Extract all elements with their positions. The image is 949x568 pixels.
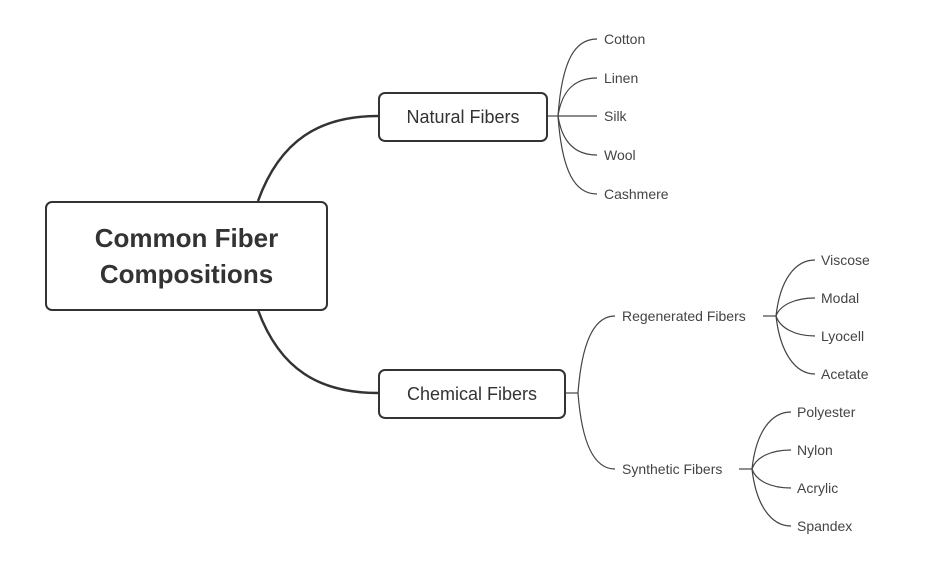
subtopic-acetate[interactable]: Acetate (821, 366, 869, 382)
root-topic[interactable]: Common Fiber Compositions (45, 201, 328, 311)
topic-label: Chemical Fibers (406, 383, 538, 404)
subtopic-regenerated-fibers[interactable]: Regenerated Fibers (622, 308, 746, 324)
subtopic-nylon[interactable]: Nylon (797, 442, 833, 458)
root-title-line2: Compositions (99, 259, 274, 289)
subtopic-cotton[interactable]: Cotton (604, 31, 646, 47)
subtopic-modal[interactable]: Modal (821, 290, 860, 306)
root-title-line1: Common Fiber (94, 223, 279, 253)
subtopic-linen[interactable]: Linen (604, 70, 639, 86)
subtopic-synthetic-fibers[interactable]: Synthetic Fibers (622, 461, 723, 477)
subtopic-wool[interactable]: Wool (604, 147, 636, 163)
subtopic-spandex[interactable]: Spandex (797, 518, 853, 534)
subtopic-polyester[interactable]: Polyester (797, 404, 856, 420)
topic-natural-fibers[interactable]: Natural Fibers (378, 92, 548, 142)
topic-chemical-fibers[interactable]: Chemical Fibers (378, 369, 566, 419)
subtopic-cashmere[interactable]: Cashmere (604, 186, 669, 202)
topic-label: Natural Fibers (406, 106, 520, 127)
subtopic-acrylic[interactable]: Acrylic (797, 480, 839, 496)
subtopic-silk[interactable]: Silk (604, 108, 627, 124)
subtopic-viscose[interactable]: Viscose (821, 252, 870, 268)
subtopic-lyocell[interactable]: Lyocell (821, 328, 865, 344)
